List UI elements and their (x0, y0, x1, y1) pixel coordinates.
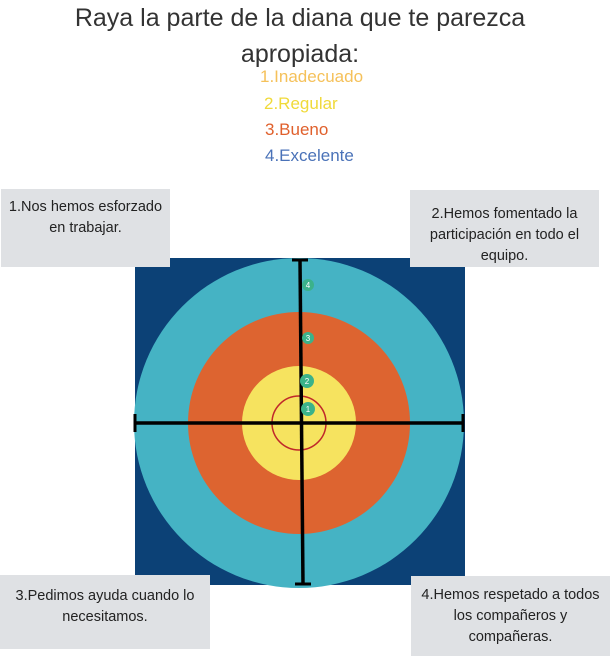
criterion-note-3: 3.Pedimos ayuda cuando lo necesitamos. (0, 575, 210, 649)
legend-item-bueno: 3.Bueno (265, 120, 329, 139)
badge-1: 1 (301, 402, 315, 416)
legend-item-regular: 2.Regular (264, 94, 338, 113)
svg-text:1: 1 (306, 405, 311, 414)
badge-4: 4 (302, 279, 314, 291)
legend-item-inadecuado: 1.Inadecuado (260, 67, 364, 86)
criterion-note-4: 4.Hemos respetado a todos los compañeros… (411, 576, 610, 656)
svg-text:4: 4 (306, 281, 311, 290)
vertical-axis-line (298, 259, 305, 586)
page-title: Raya la parte de la diana que te parezca… (74, 4, 526, 68)
criterion-note-1: 1.Nos hemos esforzado en trabajar. (1, 189, 170, 267)
svg-text:2: 2 (305, 377, 310, 386)
badge-3: 3 (302, 332, 314, 344)
legend-item-excelente: 4.Excelente (265, 146, 354, 165)
badge-2: 2 (300, 374, 314, 388)
svg-text:3: 3 (306, 334, 311, 343)
criterion-note-2: 2.Hemos fomentado la participación en to… (410, 190, 599, 267)
